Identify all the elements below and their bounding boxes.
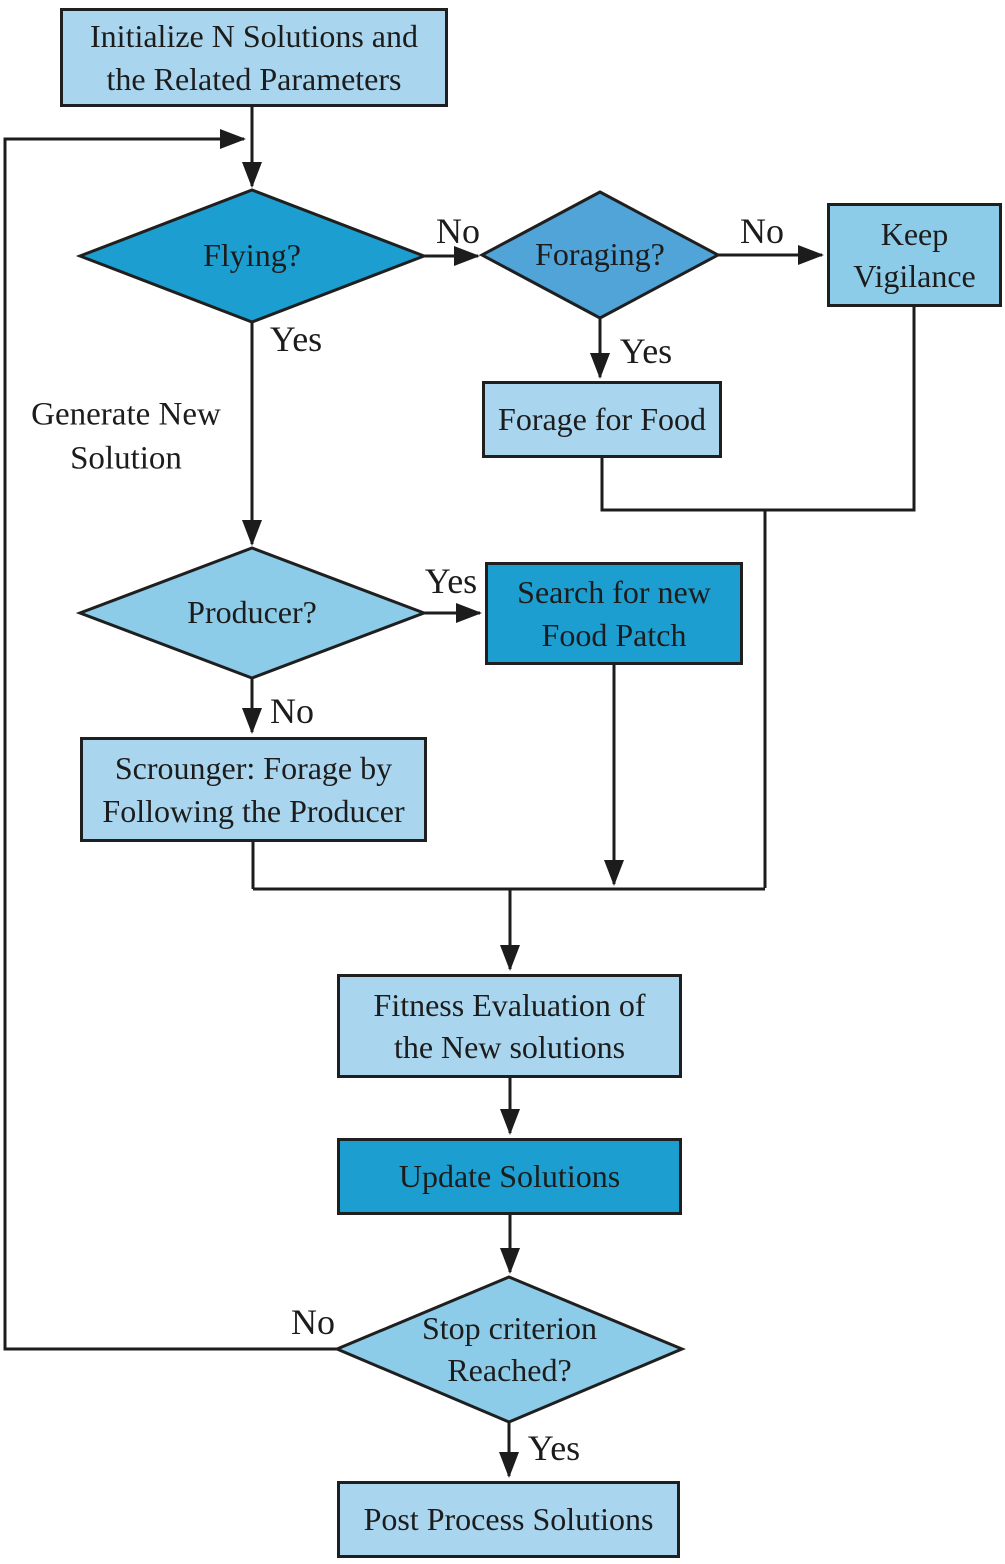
node-post-process: Post Process Solutions (337, 1481, 680, 1558)
edge-label-producer-no: No (270, 691, 314, 731)
node-search-food-patch: Search for new Food Patch (485, 562, 743, 665)
node-update-solutions: Update Solutions (337, 1138, 682, 1215)
decision-flying-shape (75, 188, 429, 324)
edge-label-foraging-no: No (740, 211, 784, 251)
node-forage-for-food: Forage for Food (482, 381, 722, 458)
node-initialize: Initialize N Solutions and the Related P… (60, 8, 448, 107)
edge-forage-vigilance-merge (600, 307, 916, 512)
edge-label-stop-yes: Yes (527, 1428, 581, 1468)
edge-loop-back (3, 129, 337, 1351)
generate-new-solution-label: Generate New Solution (31, 396, 221, 476)
decision-stop-shape (333, 1275, 686, 1424)
edge-label-foraging-yes: Yes (619, 331, 673, 371)
decision-producer-shape (75, 546, 429, 680)
edge-label-flying-yes: Yes (269, 319, 323, 359)
node-fitness-evaluation: Fitness Evaluation of the New solutions (337, 974, 682, 1078)
edge-label-stop-no: No (291, 1302, 335, 1342)
edge-label-producer-yes: Yes (424, 561, 478, 601)
node-scrounger: Scrounger: Forage by Following the Produ… (80, 737, 427, 842)
edge-label-flying-no: No (436, 211, 480, 251)
node-keep-vigilance: Keep Vigilance (827, 203, 1002, 307)
decision-foraging-shape (478, 190, 722, 320)
